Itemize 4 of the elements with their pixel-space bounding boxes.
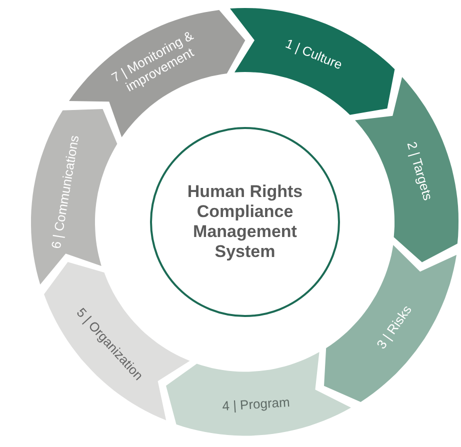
step-label: 2 | Targets [404, 140, 436, 202]
center-circle [150, 127, 340, 317]
step-label: 4 | Program [222, 394, 290, 414]
center-title: Human Rights Compliance Management System [186, 182, 304, 262]
